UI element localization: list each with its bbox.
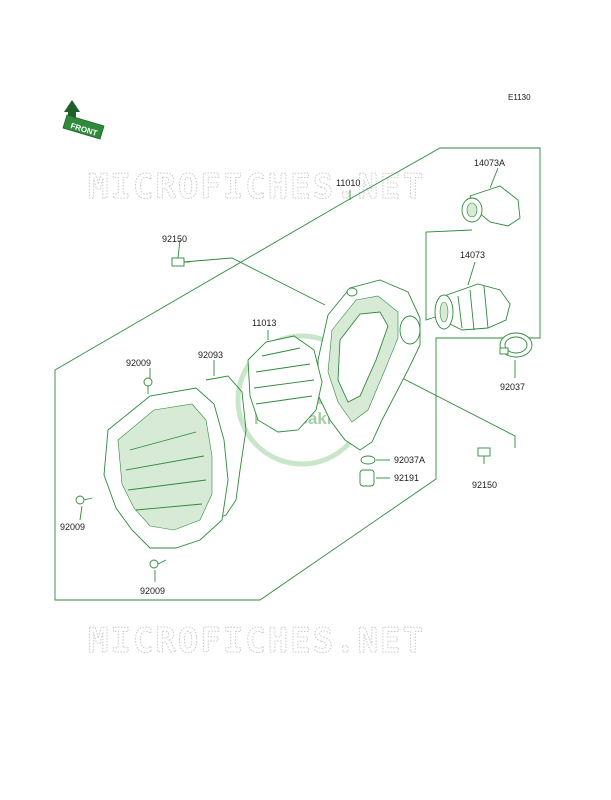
assembly-outline bbox=[54, 147, 541, 601]
label-11010: 11010 bbox=[336, 178, 360, 188]
label-92150-top: 92150 bbox=[162, 234, 187, 244]
label-14073a: 14073A bbox=[474, 158, 505, 168]
air-cleaner-housing bbox=[317, 279, 421, 451]
label-14073: 14073 bbox=[460, 250, 485, 260]
label-92191: 92191 bbox=[394, 473, 419, 483]
air-filter-element bbox=[247, 335, 323, 433]
label-92009-left: 92009 bbox=[60, 522, 85, 532]
intake-duct bbox=[434, 283, 511, 331]
top-bolt-92150-icon bbox=[171, 257, 190, 267]
label-92037a: 92037A bbox=[394, 455, 425, 465]
right-bolt-92150-icon bbox=[477, 447, 491, 464]
cover-screw-left-icon bbox=[75, 495, 93, 505]
label-11013: 11013 bbox=[252, 318, 276, 328]
watermark-top: MICROFICHES.NET bbox=[88, 167, 425, 207]
drain-clamp-icon bbox=[360, 455, 376, 465]
label-92009-lower: 92009 bbox=[140, 586, 165, 596]
drain-tube-icon bbox=[359, 469, 375, 487]
cover-screw-upper-icon bbox=[143, 377, 153, 394]
upper-duct-boot bbox=[461, 185, 521, 227]
leader-lines bbox=[79, 167, 516, 582]
label-92009-upper: 92009 bbox=[126, 358, 151, 368]
front-arrow-icon: FRONT bbox=[62, 100, 105, 140]
air-cleaner-cover bbox=[103, 387, 229, 549]
watermark-bottom: MICROFICHES.NET bbox=[88, 621, 425, 661]
label-92037: 92037 bbox=[500, 382, 525, 392]
reference-code: E1130 bbox=[508, 93, 531, 102]
label-92093: 92093 bbox=[198, 350, 223, 360]
hose-clamp bbox=[499, 332, 533, 358]
label-92150-right: 92150 bbox=[472, 480, 497, 490]
cover-screw-lower-icon bbox=[149, 559, 167, 569]
cover-seal bbox=[205, 375, 247, 521]
